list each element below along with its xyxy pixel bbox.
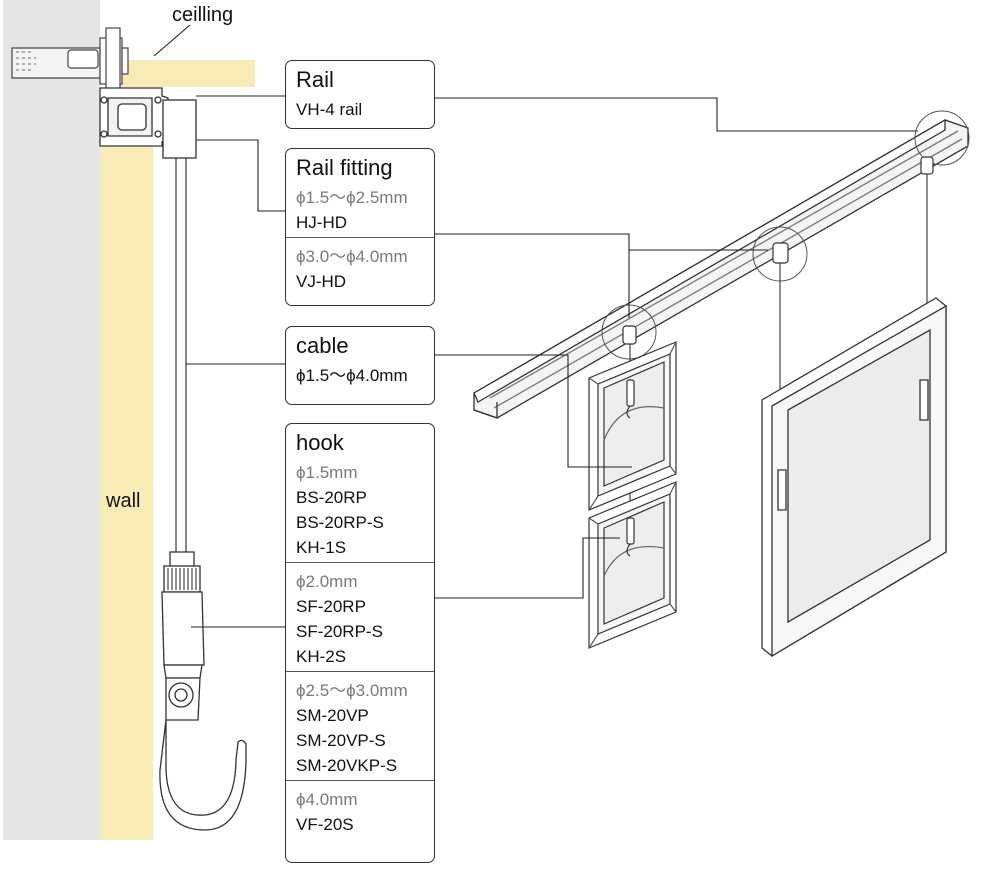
fitting-code-1: HJ-HD (296, 213, 347, 232)
hook (159, 551, 247, 831)
hook-title: hook (296, 430, 344, 455)
hook-code: SF-20RP (296, 597, 366, 616)
hook-code: BS-20RP (296, 488, 367, 507)
hook-dim-2: ϕ2.0mm (296, 572, 358, 591)
hook-code: SM-20VKP-S (296, 756, 398, 775)
wall-concrete (3, 0, 100, 840)
hook-code: SM-20VP (296, 706, 369, 725)
fitting-code-2: VJ-HD (296, 272, 347, 291)
rail-fitting-callout: Rail fitting ϕ1.5〜ϕ2.5mm HJ-HD ϕ3.0〜ϕ4.0… (285, 148, 435, 306)
rail-callout: Rail VH-4 rail (285, 60, 435, 129)
hook-code: SF-20RP-S (296, 622, 383, 641)
rail-fitting-side (162, 99, 197, 159)
hook-code: VF-20S (296, 815, 354, 834)
fitting-dim-2: ϕ3.0〜ϕ4.0mm (296, 247, 408, 266)
wall-plaster (100, 145, 153, 840)
small-frame-top (588, 341, 677, 511)
cable-dim: ϕ1.5〜ϕ4.0mm (296, 366, 408, 385)
ceiling-label: ceilling (172, 4, 234, 26)
hook-code: KH-2S (296, 647, 347, 666)
leader-lines (153, 24, 918, 628)
hook-callout: hook ϕ1.5mm BS-20RP BS-20RP-S KH-1S ϕ2.0… (285, 423, 435, 863)
hook-separator (286, 671, 434, 672)
rail-3d (473, 118, 969, 419)
rail-fittings-3d (622, 156, 934, 345)
hook-dim-3: ϕ2.5〜ϕ3.0mm (296, 681, 408, 700)
hook-dim-4: ϕ4.0mm (296, 790, 358, 809)
fitting-separator (286, 237, 434, 238)
rail-fitting-title: Rail fitting (296, 155, 393, 180)
anchor-bolt (11, 27, 129, 95)
ceiling-slab (120, 60, 255, 87)
cable-title: cable (296, 333, 349, 358)
hook-separator (286, 780, 434, 781)
small-frame-bottom (588, 481, 677, 649)
fitting-dim-1: ϕ1.5〜ϕ2.5mm (296, 188, 408, 207)
cable (175, 158, 187, 555)
rail-code: VH-4 rail (296, 100, 363, 119)
hook-code: BS-20RP-S (296, 513, 384, 532)
hook-code: SM-20VP-S (296, 731, 386, 750)
hook-separator (286, 562, 434, 563)
hook-dim-1: ϕ1.5mm (296, 463, 358, 482)
hook-code: KH-1S (296, 538, 347, 557)
wall-label: wall (106, 490, 141, 512)
rail-title: Rail (296, 67, 334, 92)
rail-profile (99, 87, 169, 147)
large-frame (761, 297, 947, 658)
cable-callout: cable ϕ1.5〜ϕ4.0mm (285, 326, 435, 405)
